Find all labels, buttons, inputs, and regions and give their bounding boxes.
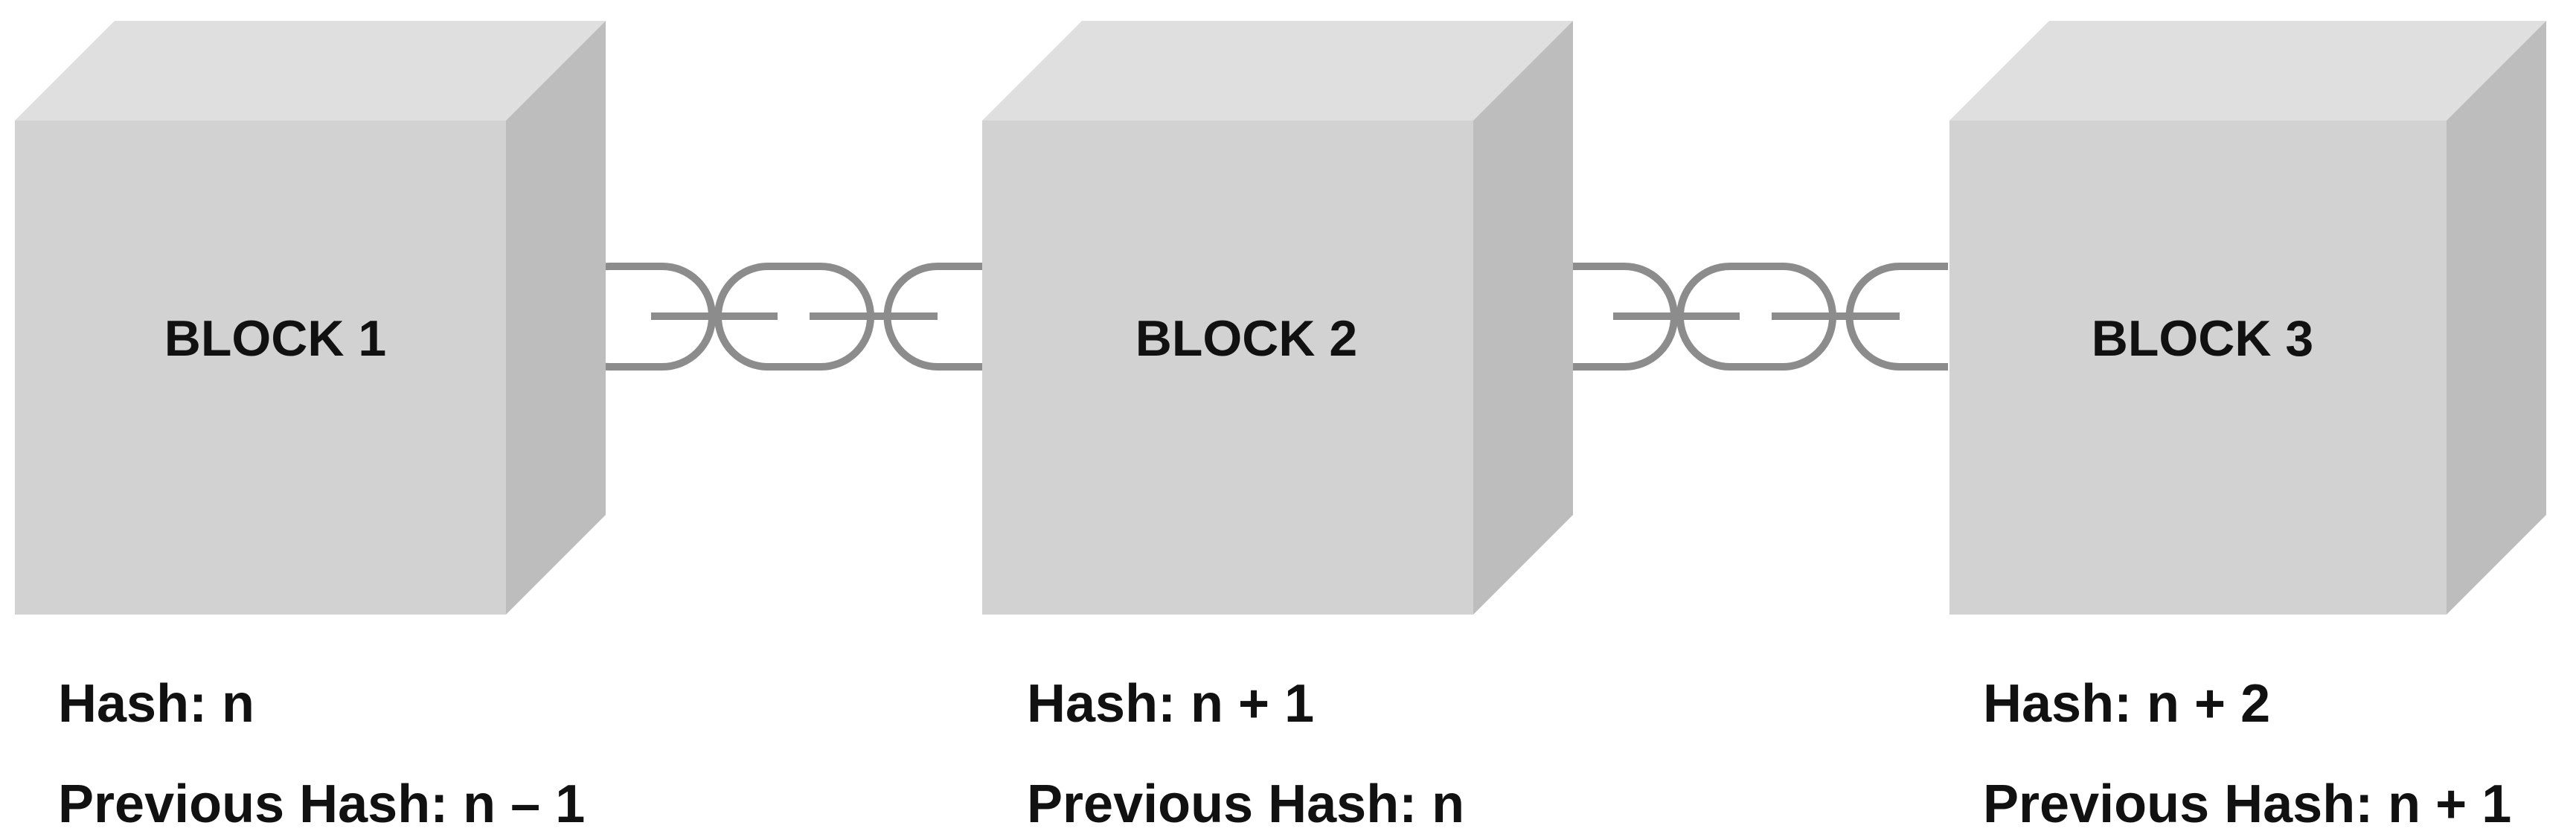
block-2-cube: BLOCK 2 bbox=[982, 21, 1573, 615]
block-2-hash: Hash: n + 1 bbox=[1027, 674, 1315, 734]
block-3-cube: BLOCK 3 bbox=[1949, 21, 2546, 615]
block-2-label: BLOCK 2 bbox=[1135, 310, 1357, 367]
cube-side-face bbox=[2447, 21, 2546, 615]
cube-side-face bbox=[506, 21, 606, 615]
cube-front-face bbox=[15, 121, 506, 615]
block-2-previous-hash: Previous Hash: n bbox=[1027, 775, 1465, 834]
cube-top-face bbox=[15, 21, 606, 121]
cube-top-face bbox=[982, 21, 1573, 121]
block-3-hash: Hash: n + 2 bbox=[1983, 674, 2271, 734]
block-3-label: BLOCK 3 bbox=[2092, 310, 2313, 367]
block-1-previous-hash: Previous Hash: n – 1 bbox=[58, 775, 586, 834]
cube-side-face bbox=[1473, 21, 1573, 615]
cube-front-face bbox=[982, 121, 1473, 615]
block-1-cube: BLOCK 1 bbox=[15, 21, 606, 615]
block-3-previous-hash: Previous Hash: n + 1 bbox=[1983, 775, 2512, 834]
block-1-hash: Hash: n bbox=[58, 674, 255, 734]
cube-top-face bbox=[1949, 21, 2546, 121]
chain-link-1-2 bbox=[556, 263, 986, 371]
cube-front-face bbox=[1949, 121, 2447, 615]
chain-link-2-3 bbox=[1518, 263, 1948, 371]
block-1-label: BLOCK 1 bbox=[164, 310, 386, 367]
